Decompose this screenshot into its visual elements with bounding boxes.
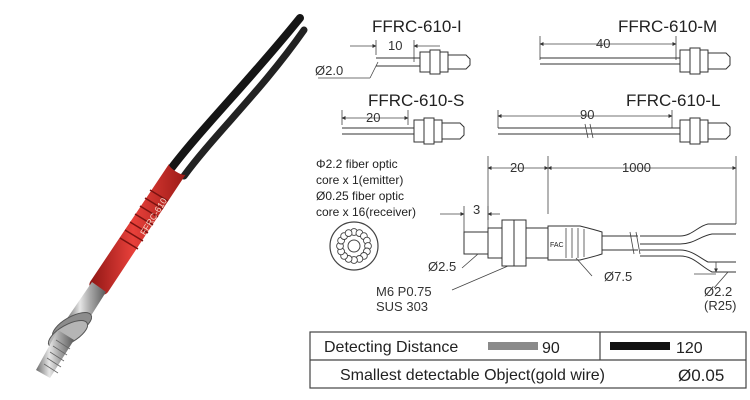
- material-spec: SUS 303: [376, 299, 428, 314]
- fiber-notes: Φ2.2 fiber optic core x 1(emitter) Ø0.25…: [316, 157, 416, 219]
- fiber-note-1: Φ2.2 fiber optic: [316, 157, 398, 171]
- gray-fiber-swatch: [488, 342, 538, 350]
- threaded-shaft: [36, 330, 74, 378]
- dim-1000-label: 1000: [622, 160, 651, 175]
- model-m-name: FFRC-610-M: [618, 17, 717, 36]
- model-i-diameter: Ø2.0: [315, 63, 343, 78]
- fiber-note-3: Ø0.25 fiber optic: [316, 189, 404, 203]
- red-sleeve: [89, 164, 186, 295]
- black-fiber-swatch: [610, 342, 670, 350]
- model-l-name: FFRC-610-L: [626, 91, 720, 110]
- model-s-name: FFRC-610-S: [368, 91, 464, 110]
- hex-nut-2: [513, 219, 527, 267]
- fiber-cross-section: [329, 221, 379, 271]
- tip-diameter: Ø2.5: [428, 259, 456, 274]
- boot-diameter: Ø7.5: [604, 269, 632, 284]
- detecting-distance-value-b: 120: [676, 340, 703, 357]
- product-photo: FFRC-610: [36, 14, 308, 378]
- model-m-drawing: FFRC-610-M 40: [539, 17, 731, 75]
- fiber-note-4: core x 16(receiver): [316, 205, 416, 219]
- model-m-length: 40: [596, 36, 610, 51]
- model-i-drawing: FFRC-610-I 10 Ø2.0: [315, 17, 471, 79]
- hex-nut-1: [501, 219, 515, 267]
- model-s-length: 20: [366, 110, 380, 125]
- dim-20-label: 20: [510, 160, 524, 175]
- brand-mark: FAC: [550, 242, 564, 249]
- thread-spec: M6 P0.75: [376, 284, 432, 299]
- detecting-distance-value-a: 90: [542, 340, 560, 357]
- model-l-drawing: FFRC-610-L 90: [497, 91, 731, 145]
- model-i-name: FFRC-610-I: [372, 17, 462, 36]
- fiber-cable-2: [180, 26, 308, 180]
- smallest-object-label: Smallest detectable Object(gold wire): [340, 367, 605, 384]
- cable-diameter: Ø2.2: [704, 284, 732, 299]
- smallest-object-value: Ø0.05: [678, 366, 724, 385]
- sleeve-grip: [119, 189, 169, 250]
- model-s-drawing: FFRC-610-S 20: [341, 91, 465, 145]
- fiber-note-2: core x 1(emitter): [316, 173, 403, 187]
- spec-table: Detecting Distance 90 120 Smallest detec…: [309, 331, 747, 389]
- cable-boot: [547, 225, 603, 261]
- fiber-cable-1: [166, 14, 304, 174]
- bend-radius: (R25): [704, 298, 737, 313]
- probe-tip: [463, 231, 489, 255]
- main-drawing: 20 1000 3 FAC Ø2.5 Ø7.5 M6 P0.75 SUS 303…: [376, 156, 737, 314]
- dim-3-label: 3: [473, 202, 480, 217]
- model-l-length: 90: [580, 107, 594, 122]
- model-i-length: 10: [388, 38, 402, 53]
- detecting-distance-label: Detecting Distance: [324, 339, 458, 356]
